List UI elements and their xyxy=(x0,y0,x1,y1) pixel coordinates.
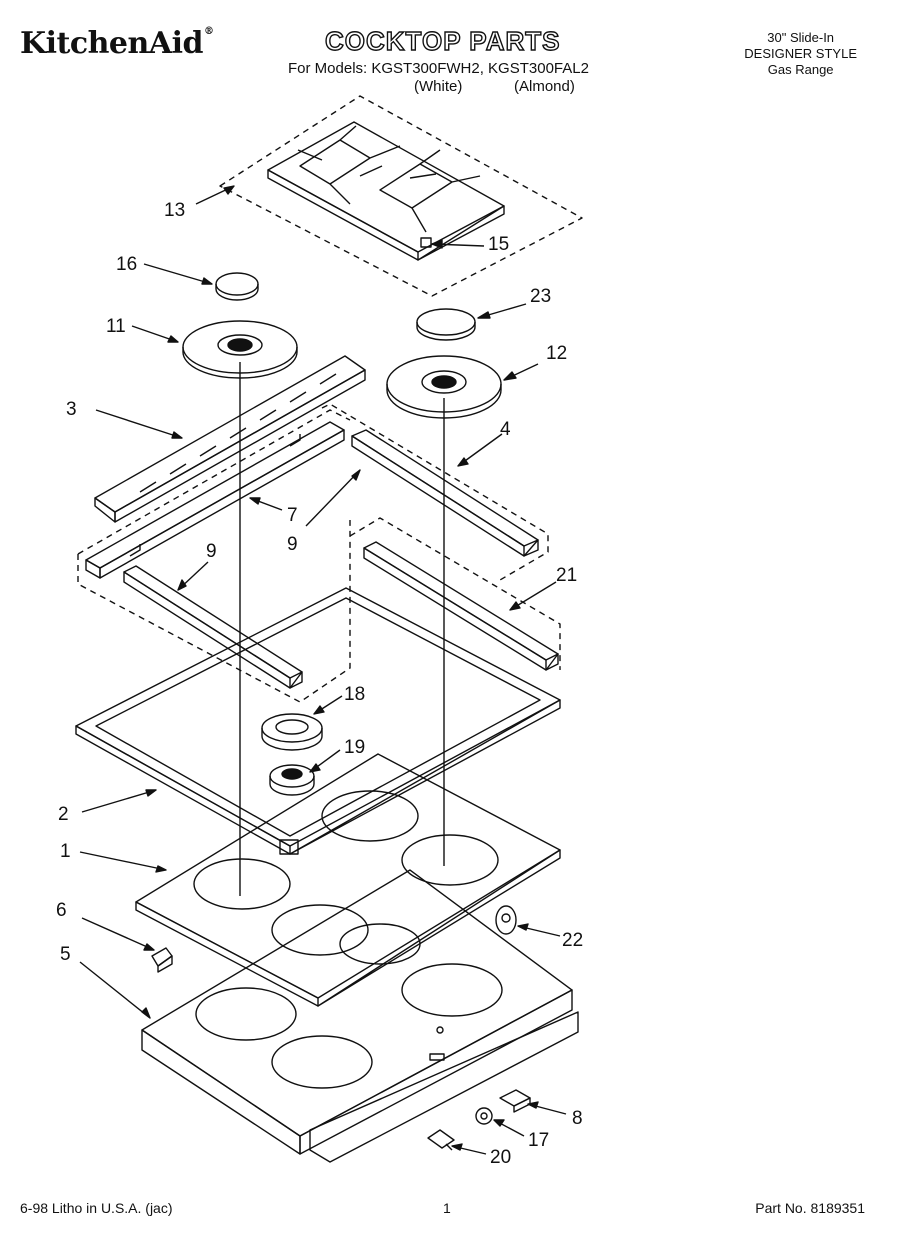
callout-18: 18 xyxy=(344,684,365,705)
part-4-side-rail-right xyxy=(351,429,539,557)
callout-17: 17 xyxy=(528,1130,549,1151)
callout-labels: 13 15 16 11 23 12 3 4 7 9 9 21 18 19 2 1… xyxy=(56,200,583,1168)
litho-note: 6-98 Litho in U.S.A. (jac) xyxy=(20,1200,173,1216)
centerlines xyxy=(239,362,445,896)
callout-12: 12 xyxy=(546,343,567,364)
product-size: 30" Slide-In xyxy=(767,30,835,45)
callout-1: 1 xyxy=(60,841,71,862)
callout-6: 6 xyxy=(56,900,67,921)
part-13-burner-grate xyxy=(219,95,583,297)
callout-8: 8 xyxy=(572,1108,583,1129)
part-7-rear-rail xyxy=(85,421,345,579)
callout-21: 21 xyxy=(556,565,577,586)
part-11-burner-base xyxy=(182,320,298,379)
part-18-burner-ring xyxy=(261,713,323,751)
part-3-vent-trim xyxy=(94,355,366,523)
bracket-outline-right xyxy=(321,403,549,581)
callout-22: 22 xyxy=(562,930,583,951)
part-5-burner-box xyxy=(141,869,579,1163)
callout-23: 23 xyxy=(530,286,551,307)
callout-4: 4 xyxy=(500,419,511,440)
variant-white: (White) xyxy=(414,78,463,95)
product-type: Gas Range xyxy=(767,62,834,77)
callout-2: 2 xyxy=(58,804,69,825)
callout-9-right: 9 xyxy=(287,534,298,555)
part-15-grate-foot xyxy=(420,237,432,248)
part-17-valve xyxy=(475,1107,493,1125)
bracket-outline-left xyxy=(77,409,351,703)
callout-7: 7 xyxy=(287,505,298,526)
part-19-orifice-holder xyxy=(269,764,315,796)
part-21-front-support xyxy=(363,541,559,671)
part-1-glass-cooktop xyxy=(135,753,561,1007)
models-line: For Models: KGST300FWH2, KGST300FAL2 xyxy=(288,60,589,77)
part-22-igniter xyxy=(495,905,517,935)
product-style: DESIGNER STYLE xyxy=(744,46,857,61)
page-number: 1 xyxy=(443,1200,451,1216)
registered-mark: ® xyxy=(203,26,214,37)
part-23-burner-cap xyxy=(416,308,476,341)
part-2-cooktop-frame xyxy=(75,587,561,855)
callout-9-left: 9 xyxy=(206,541,217,562)
part-6-clip xyxy=(151,947,173,973)
callout-3: 3 xyxy=(66,399,77,420)
brand-logo: KitchenAid® xyxy=(20,26,214,61)
callout-11: 11 xyxy=(106,316,126,337)
page-title: COCKTOP PARTS xyxy=(324,25,561,56)
brand-name: KitchenAid xyxy=(20,26,203,61)
leader-lines xyxy=(79,185,567,1155)
part-16-burner-cap xyxy=(215,272,259,301)
callout-13: 13 xyxy=(164,200,185,221)
part-20-switch xyxy=(427,1129,455,1151)
callout-20: 20 xyxy=(490,1147,511,1168)
callout-16: 16 xyxy=(116,254,137,275)
bracket-outline-21 xyxy=(349,517,561,670)
part-8-bracket xyxy=(499,1089,531,1113)
product-description: 30" Slide-In DESIGNER STYLE Gas Range xyxy=(744,30,857,78)
callout-19: 19 xyxy=(344,737,365,758)
part-9-side-support-left xyxy=(123,565,303,689)
part-number: Part No. 8189351 xyxy=(755,1200,865,1216)
callout-5: 5 xyxy=(60,944,71,965)
callout-15: 15 xyxy=(488,234,509,255)
variant-almond: (Almond) xyxy=(514,78,575,95)
